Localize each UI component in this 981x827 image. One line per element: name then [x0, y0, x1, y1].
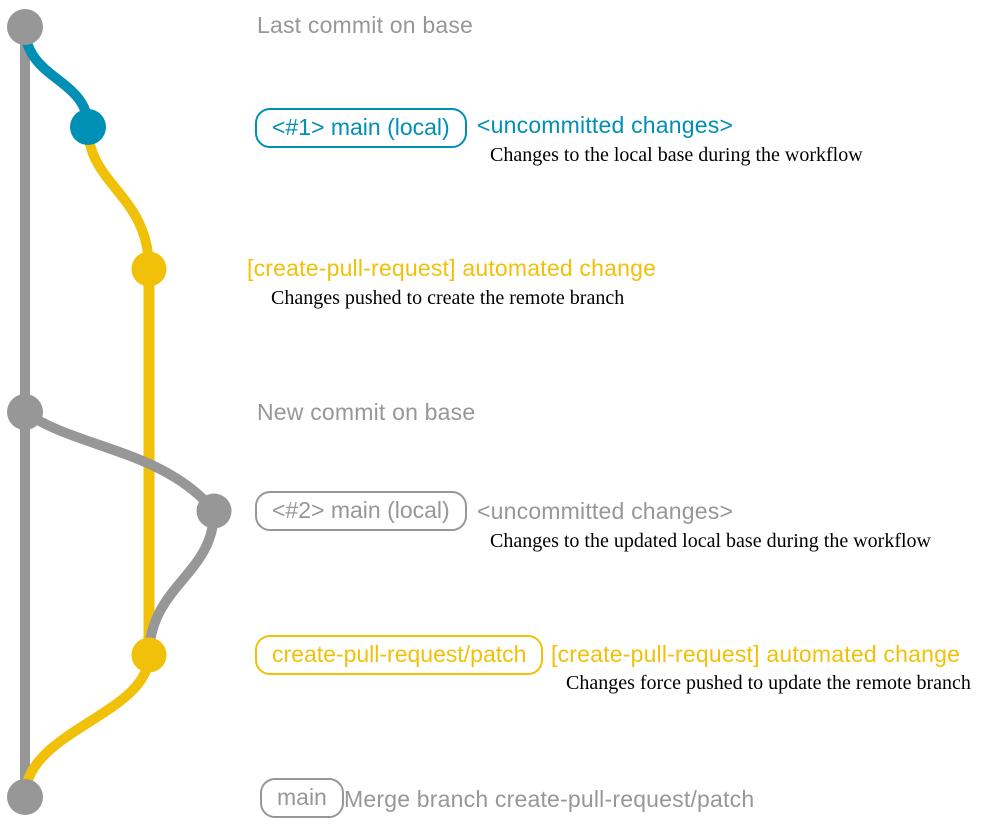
branch-badge-main-local-1: <#1> main (local) — [255, 108, 467, 148]
commit-label-new-commit-on-base: New commit on base — [257, 399, 476, 425]
commit-node-merge-on-base — [7, 779, 43, 815]
commit-label-automated-change-1: [create-pull-request] automated change — [247, 255, 657, 281]
branch-line-cpr-from-main — [83, 126, 154, 270]
branch-badge-main-local-2: <#2> main (local) — [255, 491, 467, 531]
branch-line-cpr-merge-to-base — [20, 654, 154, 798]
commit-label-automated-change-2: [create-pull-request] automated change — [551, 641, 961, 667]
branch-line-main-local-2 — [22, 407, 218, 515]
commit-label-uncommitted-changes-2: <uncommitted changes> — [477, 498, 734, 524]
commit-node-new-commit-on-base — [7, 394, 43, 430]
commit-node-automated-change-2 — [131, 637, 167, 673]
commit-node-last-commit-on-base — [7, 9, 43, 45]
commit-note-updated-local-base-changes: Changes to the updated local base during… — [490, 530, 931, 552]
commit-label-last-commit-on-base: Last commit on base — [257, 12, 474, 38]
commit-node-main-local-2 — [196, 493, 232, 529]
commit-note-force-pushed-update-remote: Changes force pushed to update the remot… — [566, 672, 971, 694]
branch-line-main2-to-cpr — [144, 510, 219, 656]
commit-node-main-local-1 — [70, 109, 106, 145]
branch-badge-create-pull-request-patch: create-pull-request/patch — [255, 635, 544, 675]
commit-note-pushed-create-remote: Changes pushed to create the remote bran… — [271, 287, 625, 309]
commit-label-merge-branch: Merge branch create-pull-request/patch — [344, 786, 755, 812]
branch-badge-main: main — [260, 778, 344, 818]
commit-node-automated-change-1 — [131, 251, 167, 287]
commit-label-uncommitted-changes-1: <uncommitted changes> — [477, 112, 734, 138]
commit-note-local-base-changes: Changes to the local base during the wor… — [490, 144, 863, 166]
